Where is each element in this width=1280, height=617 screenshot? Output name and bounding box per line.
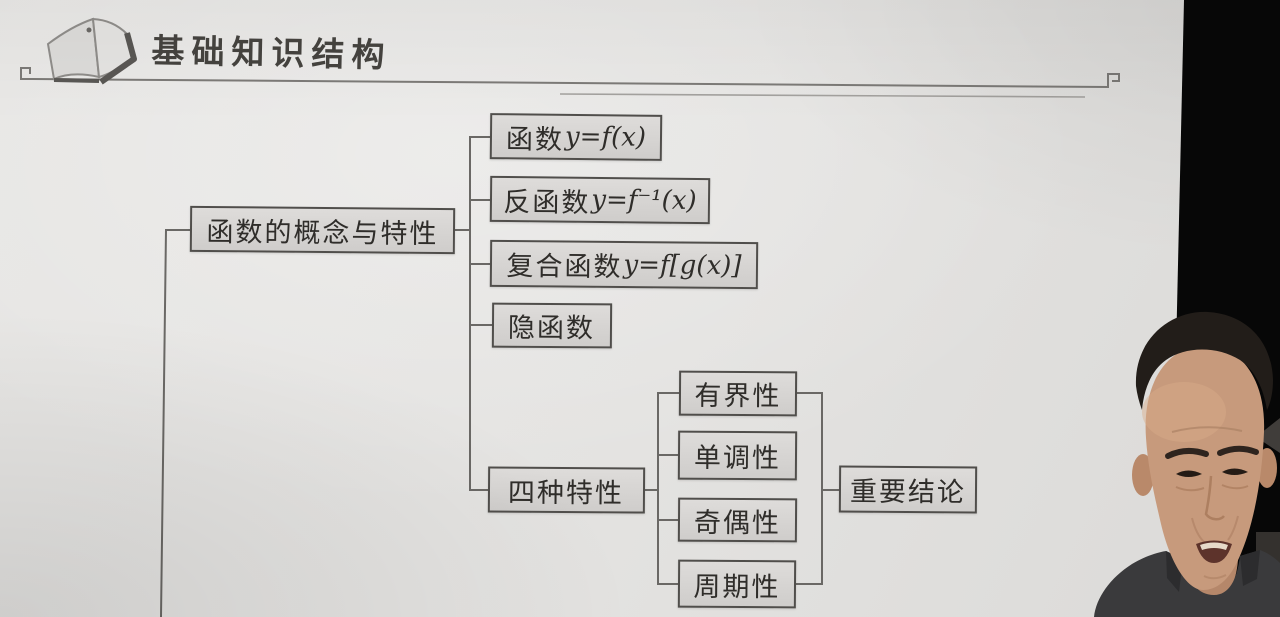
node-formula: y=f(x) xyxy=(564,121,647,153)
node-function-concepts: 函数的概念与特性 xyxy=(189,205,456,255)
node-label: 奇偶性 xyxy=(693,507,782,538)
node-label: 反函数 xyxy=(503,186,591,218)
node-label: 隐函数 xyxy=(507,312,596,344)
node-monotonicity: 单调性 xyxy=(677,430,798,481)
node-parity: 奇偶性 xyxy=(677,497,798,543)
node-implicit-function: 隐函数 xyxy=(491,302,613,349)
node-formula: y=f⁻¹(x) xyxy=(591,184,697,217)
studio-backdrop xyxy=(1170,0,1280,617)
node-four-properties: 四种特性 xyxy=(487,466,646,514)
node-periodicity: 周期性 xyxy=(677,559,797,609)
node-important-conclusions: 重要结论 xyxy=(838,465,978,514)
node-label: 函数的概念与特性 xyxy=(206,216,439,249)
node-label: 四种特性 xyxy=(507,477,625,508)
node-boundedness: 有界性 xyxy=(678,370,798,417)
node-label: 函数 xyxy=(505,123,565,155)
node-label: 单调性 xyxy=(693,442,782,474)
node-label: 周期性 xyxy=(693,571,781,602)
node-label: 有界性 xyxy=(694,380,782,412)
node-formula: y=f[g(x)] xyxy=(623,249,742,281)
node-label: 重要结论 xyxy=(849,476,967,508)
page-title: 基础知识结构 xyxy=(151,30,392,75)
node-label: 复合函数 xyxy=(506,250,623,282)
